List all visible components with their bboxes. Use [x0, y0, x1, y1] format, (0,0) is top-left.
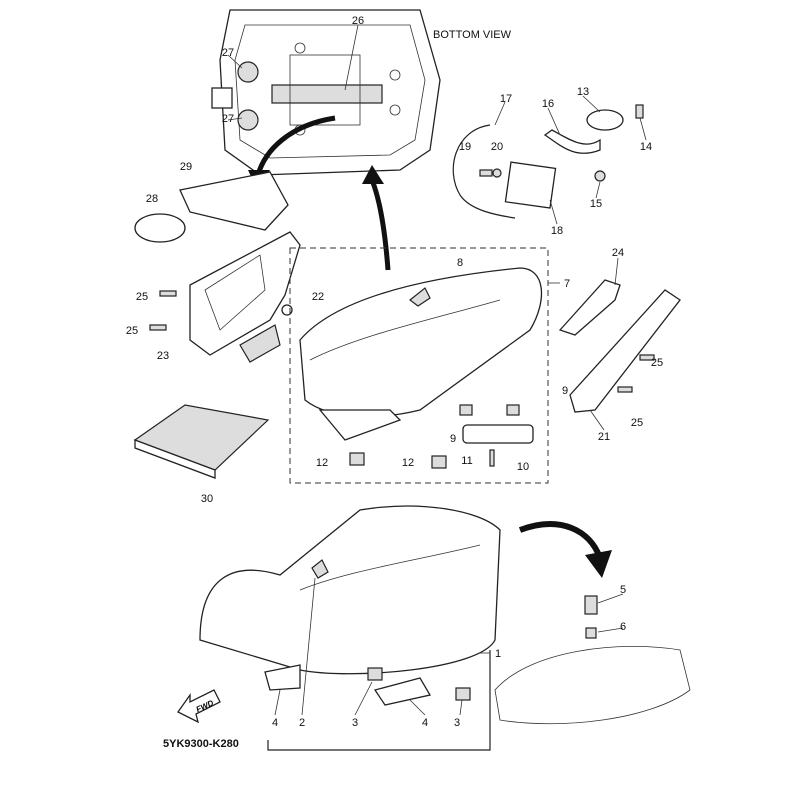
- callout: 5: [620, 584, 626, 596]
- callout: 15: [590, 198, 602, 210]
- callout: 18: [551, 225, 563, 237]
- callout: 8: [457, 257, 463, 269]
- arrow-to-detail: [518, 521, 603, 560]
- callout: 12: [316, 457, 328, 469]
- seat-lock-parts: [452, 104, 644, 219]
- callouts: 26 27 27 29 28 25 25 22 23 30 8 7 9 9 12…: [126, 15, 663, 729]
- seat-assembly-boundary: [289, 247, 549, 484]
- seat-bottom-view: [211, 9, 441, 176]
- callout: 6: [620, 621, 626, 633]
- callout: 10: [517, 461, 529, 473]
- diagram-code: 5YK9300-K280: [163, 738, 239, 750]
- callout: 9: [450, 433, 456, 445]
- callout: 11: [461, 455, 472, 467]
- arrow-to-bottom-view: [255, 115, 336, 176]
- arrow-up: [369, 179, 391, 271]
- callout: 25: [651, 357, 663, 369]
- callout: 26: [352, 15, 364, 27]
- callout: 12: [402, 457, 414, 469]
- callout: 3: [454, 717, 460, 729]
- bottom-view-label: BOTTOM VIEW: [433, 29, 512, 41]
- callout: 30: [201, 493, 213, 505]
- rear-cowl-parts: [134, 171, 301, 363]
- callout: 25: [136, 291, 148, 303]
- callout: 27: [222, 113, 234, 125]
- callout: 27: [222, 47, 234, 59]
- side-cover-parts: [558, 279, 681, 413]
- callout: 4: [272, 717, 278, 729]
- callout: 2: [299, 717, 305, 729]
- callout: 21: [598, 431, 610, 443]
- callout: 25: [631, 417, 643, 429]
- fwd-arrow-icon: FWD: [177, 689, 221, 724]
- callout: 29: [180, 161, 192, 173]
- callout: 17: [500, 93, 512, 105]
- callout: 25: [126, 325, 138, 337]
- callout: 14: [640, 141, 652, 153]
- callout: 7: [564, 278, 570, 290]
- seat-bottom-assembly: [199, 505, 691, 725]
- callout: 22: [312, 291, 324, 303]
- callout: 28: [146, 193, 158, 205]
- callout: 1: [495, 648, 501, 660]
- callout: 23: [157, 350, 169, 362]
- callout: 24: [612, 247, 624, 259]
- seat-assembly: [299, 267, 543, 469]
- callout: 19: [459, 141, 471, 153]
- callout: 4: [422, 717, 428, 729]
- callout: 16: [542, 98, 554, 110]
- callout: 13: [577, 86, 589, 98]
- callout: 3: [352, 717, 358, 729]
- owners-manual: [133, 404, 270, 479]
- callout: 20: [491, 141, 503, 153]
- assembly-bracket: [267, 650, 491, 751]
- callout: 9: [562, 385, 568, 397]
- leader-lines: [227, 24, 647, 716]
